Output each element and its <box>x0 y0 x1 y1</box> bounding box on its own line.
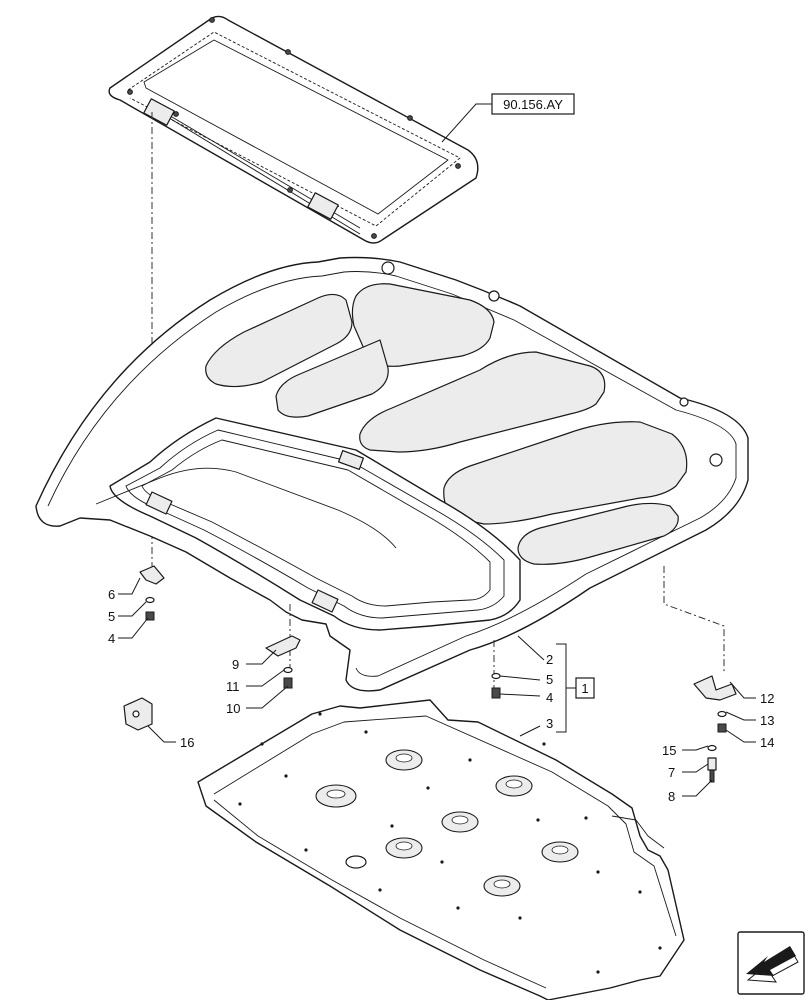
callout-5[interactable]: 5 <box>108 609 115 624</box>
callout-11[interactable]: 11 <box>226 679 240 694</box>
callout-5b[interactable]: 5 <box>546 672 553 687</box>
headliner-panel <box>197 699 685 1000</box>
sunroof-cover-panel <box>108 15 479 244</box>
hardware-middle <box>246 635 301 709</box>
hardware-left <box>118 565 165 639</box>
roof-shell <box>35 256 749 692</box>
assembly-axis-right <box>663 566 725 672</box>
callout-15[interactable]: 15 <box>662 743 676 758</box>
callout-2[interactable]: 2 <box>546 652 553 667</box>
callout-12[interactable]: 12 <box>760 691 774 706</box>
group-box-label[interactable]: 1 <box>581 681 588 696</box>
callout-4[interactable]: 4 <box>108 631 115 646</box>
clip-part <box>123 697 176 743</box>
hardware-right <box>682 675 756 797</box>
reference-callout[interactable]: 90.156.AY <box>441 93 575 143</box>
hardware-center: 1 <box>491 635 595 737</box>
callout-3[interactable]: 3 <box>546 716 553 731</box>
reference-code: 90.156.AY <box>503 97 563 112</box>
callout-4b[interactable]: 4 <box>546 690 553 705</box>
callout-16[interactable]: 16 <box>180 735 194 750</box>
callout-10[interactable]: 10 <box>226 701 240 716</box>
callout-6[interactable]: 6 <box>108 587 115 602</box>
next-page-arrow-icon[interactable] <box>737 931 805 995</box>
callout-9[interactable]: 9 <box>232 657 239 672</box>
callout-8[interactable]: 8 <box>668 789 675 804</box>
callout-7[interactable]: 7 <box>668 765 675 780</box>
callout-14[interactable]: 14 <box>760 735 774 750</box>
callout-13[interactable]: 13 <box>760 713 774 728</box>
